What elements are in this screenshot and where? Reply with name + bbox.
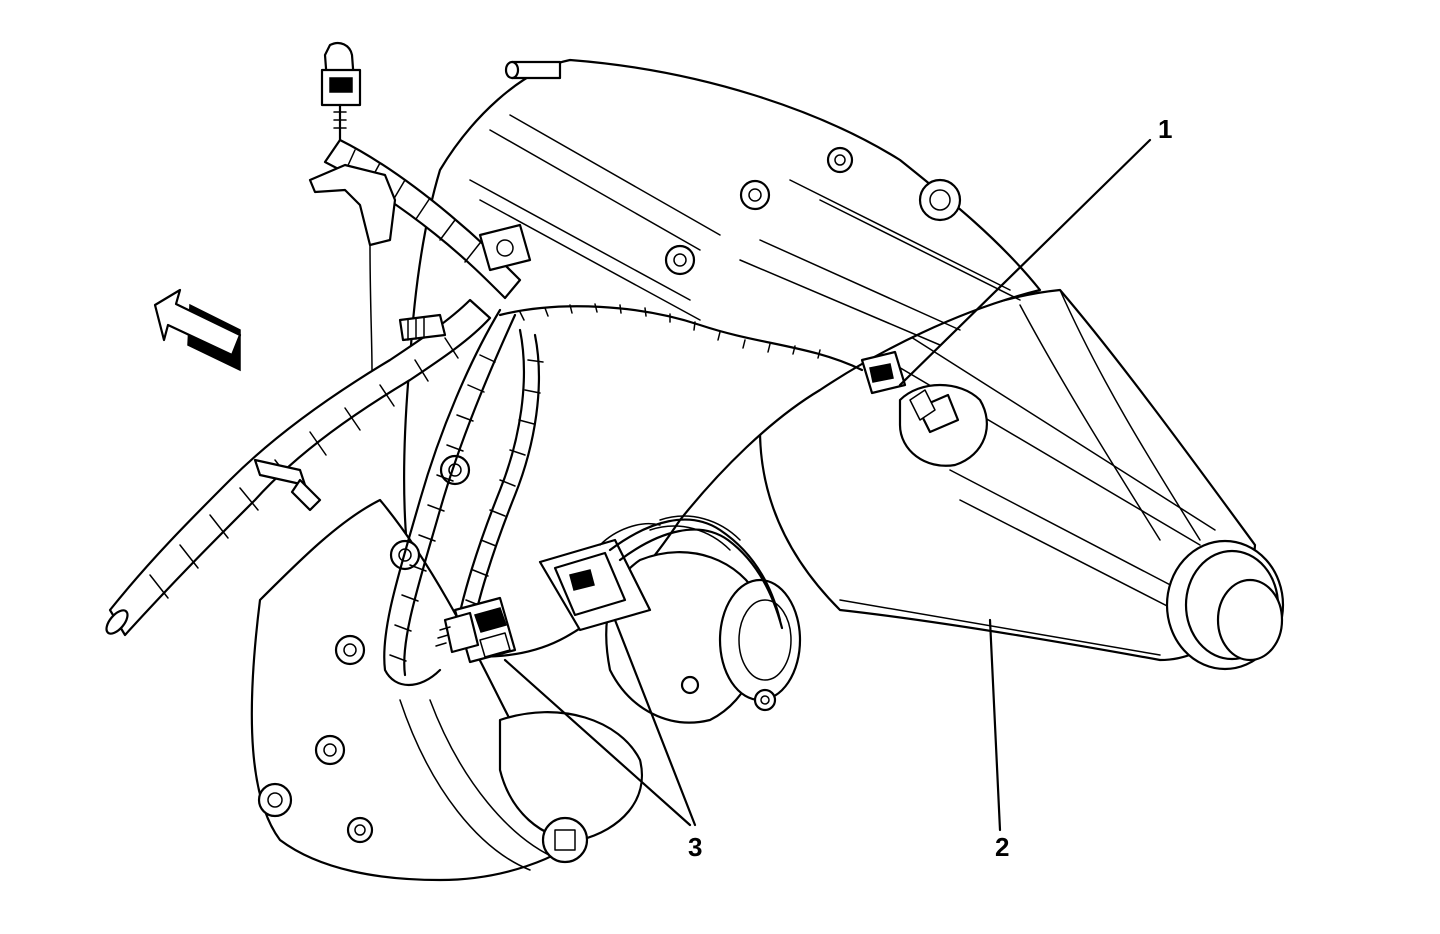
mounting-bolts <box>257 146 962 844</box>
speed-sensor-wire <box>498 305 864 372</box>
connector-right <box>538 523 661 632</box>
callout-1: 1 <box>1158 114 1172 144</box>
front-direction-arrow-icon <box>153 288 242 372</box>
callout-3: 3 <box>688 832 702 862</box>
speed-sensor-wire-wrap <box>519 303 821 359</box>
drain-plug <box>541 816 589 864</box>
leader-line-3b <box>613 618 697 827</box>
input-shaft-stub <box>504 60 562 80</box>
leader-line-3a <box>503 658 692 827</box>
encoder-wires <box>608 518 782 622</box>
front-housing <box>250 498 643 882</box>
output-flange <box>1165 539 1285 671</box>
main-case-body <box>402 58 1042 658</box>
encoder-motor <box>605 515 802 724</box>
speed-sensor-connector <box>860 350 907 395</box>
harness-bracket <box>478 223 532 272</box>
leader-line-2 <box>988 618 1002 832</box>
connector-left <box>435 596 517 664</box>
vent-fitting <box>398 313 447 342</box>
callout-2: 2 <box>995 832 1009 862</box>
leader-line-1 <box>898 138 1152 387</box>
speed-sensor <box>898 383 988 467</box>
top-bracket <box>308 163 397 371</box>
top-connector <box>320 41 362 142</box>
harness-clip <box>253 458 322 512</box>
